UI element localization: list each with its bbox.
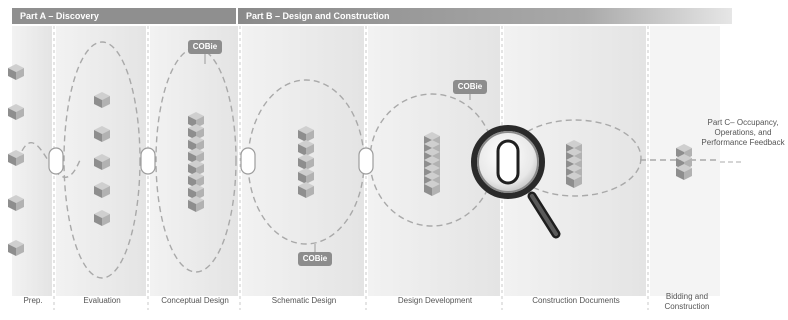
phase-label-prep: Prep. xyxy=(12,296,54,305)
gateway-3 xyxy=(241,148,255,174)
phase-label-design-development: Design Development xyxy=(368,296,502,305)
part-b-header: Part B – Design and Construction xyxy=(238,8,732,24)
gateway-4 xyxy=(359,148,373,174)
design-development-model-stack xyxy=(424,132,440,196)
phase-label-construction-docs: Construction Documents xyxy=(504,296,648,305)
schematic-model-stack xyxy=(298,126,314,198)
phase-label-schematic: Schematic Design xyxy=(242,296,366,305)
cobie-badge: COBie xyxy=(188,40,222,54)
phase-label-conceptual: Conceptual Design xyxy=(150,296,240,305)
part-a-header: Part A – Discovery xyxy=(12,8,236,24)
gateway-2 xyxy=(141,148,155,174)
cobie-badge: COBie xyxy=(453,80,487,94)
phase-label-evaluation: Evaluation xyxy=(56,296,148,305)
bidding-model-stack xyxy=(676,144,692,180)
part-c-label: Part C– Occupancy, Operations, and Perfo… xyxy=(700,118,786,148)
gateway-1 xyxy=(49,148,63,174)
part-c-line: Part C– Occupancy, xyxy=(700,118,786,128)
phase-label-bidding: Bidding and Construction xyxy=(654,292,720,312)
construction-docs-model-stack xyxy=(566,140,582,188)
part-c-line: Performance Feedback xyxy=(700,138,786,148)
cobie-badge: COBie xyxy=(298,252,332,266)
part-c-line: Operations, and xyxy=(700,128,786,138)
